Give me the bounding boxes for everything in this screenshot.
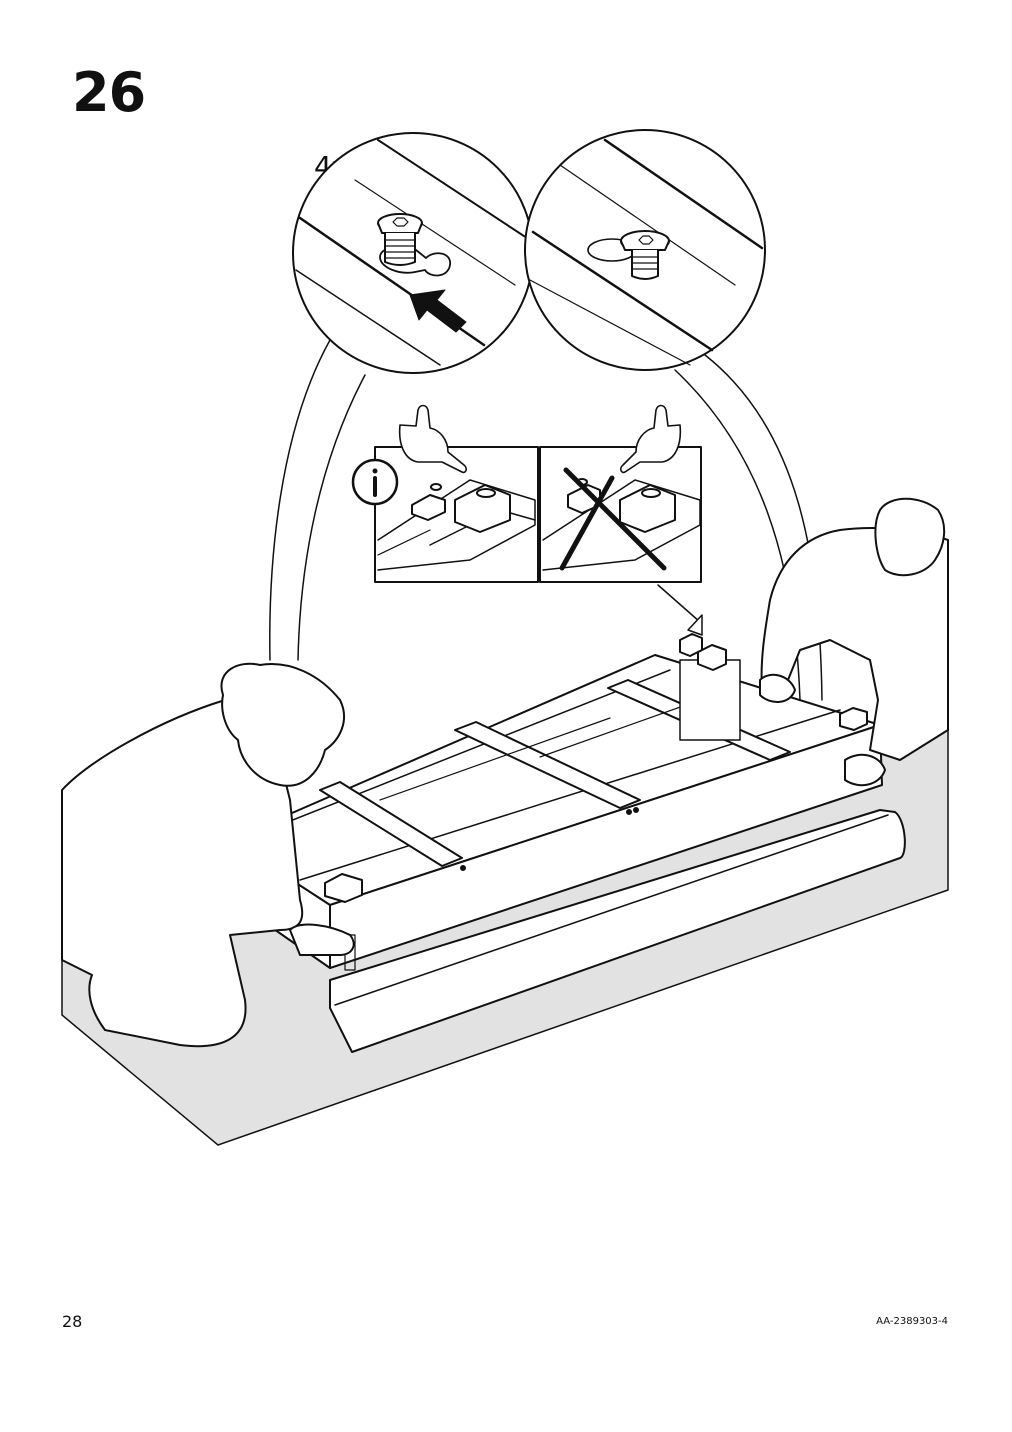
callout-line [704, 354, 823, 701]
push-arrow-icon [409, 289, 467, 333]
seat-cushion [329, 809, 906, 1053]
callout-line [297, 374, 366, 661]
pointing-hand-icon [398, 404, 682, 474]
frame-glider [324, 633, 868, 903]
info-icon [351, 458, 399, 506]
detail-circle-correct [292, 132, 534, 374]
detail-circle-result [524, 129, 766, 371]
document-code: AA-2389303-4 [876, 1316, 948, 1327]
callout-line [269, 339, 331, 661]
wrong-cross-icon [559, 467, 667, 571]
person-left [61, 662, 355, 1048]
person-right [759, 497, 949, 787]
info-panel [351, 404, 703, 636]
step-number: 26 [72, 61, 146, 124]
page-number: 28 [62, 1312, 83, 1331]
